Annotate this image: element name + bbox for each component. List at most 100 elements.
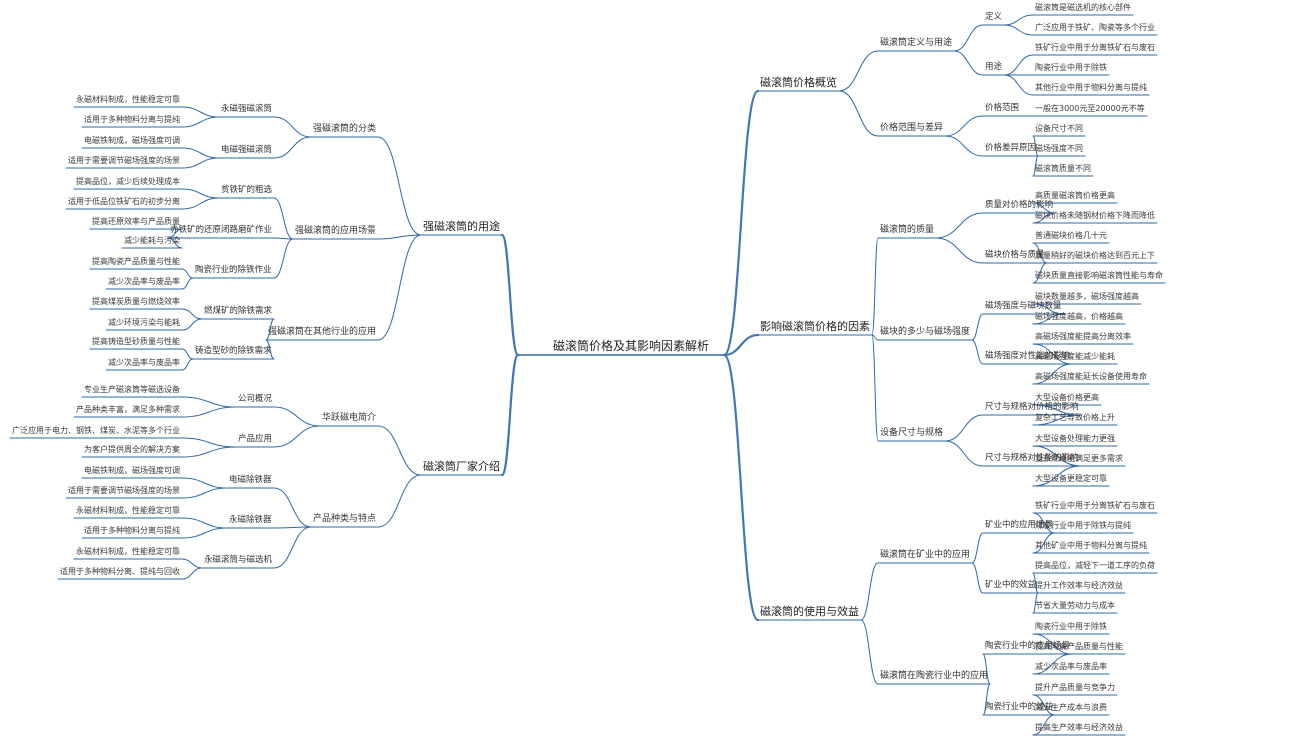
leaf[interactable]: 减少次品率与废品率 — [1035, 662, 1107, 671]
leaf[interactable]: 适用于多种物料分离、提纯与回收 — [60, 567, 180, 576]
leaf[interactable]: 高磁场强度能延长设备使用寿命 — [1035, 372, 1147, 381]
leaf[interactable]: 减少生产成本与浪费 — [1035, 703, 1107, 712]
topic[interactable]: 产品种类与特点 — [313, 514, 377, 524]
subtopic[interactable]: 质量对价格的影响 — [985, 200, 1054, 210]
leaf[interactable]: 广泛应用于铁矿、陶瓷等多个行业 — [1035, 23, 1155, 32]
leaf[interactable]: 电磁铁制成，磁场强度可调 — [84, 136, 180, 145]
leaf[interactable]: 磁滚筒质量不同 — [1035, 164, 1091, 173]
leaf[interactable]: 其他行业中用于物料分离与提纯 — [1035, 83, 1147, 92]
topic[interactable]: 华跃磁电简介 — [322, 413, 377, 423]
subtopic[interactable]: 陶瓷行业的除铁作业 — [195, 265, 272, 275]
topic[interactable]: 强磁滚筒的应用场景 — [295, 226, 377, 236]
leaf[interactable]: 适用于需要调节磁场强度的场景 — [68, 486, 180, 495]
leaf[interactable]: 设备尺寸不同 — [1035, 124, 1083, 133]
leaf[interactable]: 节省大量劳动力与成本 — [1035, 601, 1115, 610]
leaf[interactable]: 适用于需要调节磁场强度的场景 — [68, 156, 180, 165]
subtopic[interactable]: 永磁除铁器 — [229, 515, 272, 525]
subtopic[interactable]: 尺寸与规格对性能的影响 — [985, 453, 1079, 463]
leaf[interactable]: 磁块数量越多，磁场强度越高 — [1035, 292, 1139, 301]
leaf[interactable]: 提高生产效率与经济效益 — [1035, 723, 1123, 732]
subtopic[interactable]: 电磁强磁滚筒 — [221, 145, 273, 155]
topic[interactable]: 设备尺寸与规格 — [880, 428, 944, 438]
leaf[interactable]: 提高品位，减少后续处理成本 — [76, 177, 180, 186]
leaf[interactable]: 产品种类丰富，满足多种需求 — [76, 405, 180, 414]
leaf[interactable]: 适用于低品位铁矿石的初步分离 — [68, 197, 180, 206]
leaf[interactable]: 减少次品率与废品率 — [108, 277, 180, 286]
subtopic[interactable]: 贫铁矿的粗选 — [221, 185, 273, 195]
subtopic[interactable]: 磁块价格与质量 — [985, 250, 1045, 260]
subtopic[interactable]: 公司概况 — [238, 394, 273, 404]
leaf[interactable]: 提高煤炭质量与燃烧效率 — [92, 297, 180, 306]
branch-strong-magnet-uses[interactable]: 强磁滚筒的用途 — [423, 220, 500, 233]
topic[interactable]: 磁滚筒在矿业中的应用 — [880, 550, 971, 560]
leaf[interactable]: 提升工作效率与经济效益 — [1035, 581, 1123, 590]
leaf[interactable]: 其他矿业中用于物料分离与提纯 — [1035, 541, 1147, 550]
leaf[interactable]: 一般在3000元至20000元不等 — [1035, 104, 1145, 113]
leaf[interactable]: 大型设备处理能力更强 — [1035, 434, 1115, 443]
leaf[interactable]: 磁块价格未随钢材价格下降而降低 — [1035, 211, 1155, 220]
subtopic[interactable]: 燃煤矿的除铁需求 — [204, 306, 273, 316]
leaf[interactable]: 复杂规格能满足更多需求 — [1035, 454, 1123, 463]
leaf[interactable]: 电磁铁制成，磁场强度可调 — [84, 466, 180, 475]
leaf[interactable]: 广泛应用于电力、钢铁、煤炭、水泥等多个行业 — [12, 426, 180, 435]
leaf[interactable]: 高磁场强度能减少能耗 — [1035, 352, 1115, 361]
subtopic[interactable]: 价格差异原因 — [985, 143, 1037, 153]
leaf[interactable]: 大型设备更稳定可靠 — [1035, 474, 1107, 483]
topic[interactable]: 强磁滚筒的分类 — [313, 124, 377, 134]
leaf[interactable]: 提升产品质量与竞争力 — [1035, 683, 1115, 692]
leaf[interactable]: 磁块质量直接影响磁滚筒性能与寿命 — [1035, 271, 1163, 280]
subtopic[interactable]: 矿业中的应用场景 — [985, 520, 1054, 530]
subtopic[interactable]: 永磁滚筒与磁选机 — [204, 555, 273, 565]
leaf[interactable]: 磁场强度不同 — [1035, 144, 1083, 153]
central-topic[interactable]: 磁滚筒价格及其影响因素解析 — [553, 339, 710, 353]
subtopic[interactable]: 定义 — [985, 12, 1003, 22]
leaf[interactable]: 高质量磁滚筒价格更高 — [1035, 191, 1115, 200]
leaf[interactable]: 提高陶瓷产品质量与性能 — [92, 257, 180, 266]
topic[interactable]: 磁块的多少与磁场强度 — [880, 327, 971, 337]
leaf[interactable]: 普通磁块价格几十元 — [1035, 231, 1107, 240]
leaf[interactable]: 提高还原效率与产品质量 — [92, 217, 180, 226]
leaf[interactable]: 减少能耗与污染 — [124, 236, 180, 245]
leaf[interactable]: 提高铸造型砂质量与性能 — [92, 337, 180, 346]
subtopic[interactable]: 用途 — [985, 62, 1003, 72]
branch-price-factors[interactable]: 影响磁滚筒价格的因素 — [760, 320, 870, 333]
leaf[interactable]: 煤炭行业中用于除铁与提纯 — [1035, 521, 1131, 530]
leaf[interactable]: 陶瓷行业中用于除铁 — [1035, 622, 1107, 631]
leaf[interactable]: 减少环境污染与能耗 — [108, 318, 180, 327]
branch-manufacturer-intro[interactable]: 磁滚筒厂家介绍 — [423, 460, 500, 473]
branch-usage-benefits[interactable]: 磁滚筒的使用与效益 — [760, 605, 859, 618]
leaf[interactable]: 复杂工艺导致价格上升 — [1035, 413, 1115, 422]
subtopic[interactable]: 永磁强磁滚筒 — [221, 104, 273, 114]
subtopic[interactable]: 铸造型砂的除铁需求 — [195, 346, 272, 356]
topic[interactable]: 价格范围与差异 — [880, 123, 944, 133]
subtopic[interactable]: 陶瓷行业中的应用场景 — [985, 641, 1071, 651]
subtopic[interactable]: 陶瓷行业中的效益 — [985, 702, 1054, 712]
topic[interactable]: 磁滚筒的质量 — [880, 225, 935, 235]
branch-price-overview[interactable]: 磁滚筒价格概览 — [760, 76, 837, 89]
topic[interactable]: 磁滚筒定义与用途 — [880, 38, 953, 48]
leaf[interactable]: 永磁材料制成，性能稳定可靠 — [76, 547, 180, 556]
subtopic[interactable]: 赤铁矿的还原闭路磨矿作业 — [170, 225, 273, 235]
leaf[interactable]: 磁滚筒是磁选机的核心部件 — [1035, 3, 1131, 12]
leaf[interactable]: 提高品位，减轻下一道工序的负荷 — [1035, 561, 1155, 570]
subtopic[interactable]: 尺寸与规格对价格的影响 — [985, 402, 1079, 412]
leaf[interactable]: 磁场强度越高，价格越高 — [1035, 312, 1123, 321]
leaf[interactable]: 陶瓷行业中用于除铁 — [1035, 63, 1107, 72]
subtopic[interactable]: 矿业中的效益 — [985, 580, 1037, 590]
leaf[interactable]: 永磁材料制成，性能稳定可靠 — [76, 506, 180, 515]
subtopic[interactable]: 产品应用 — [238, 434, 273, 444]
leaf[interactable]: 大型设备价格更高 — [1035, 393, 1099, 402]
subtopic[interactable]: 电磁除铁器 — [229, 475, 272, 485]
leaf[interactable]: 质量稍好的磁块价格达到百元上下 — [1035, 251, 1155, 260]
topic[interactable]: 强磁滚筒在其他行业的应用 — [268, 327, 377, 337]
leaf[interactable]: 铁矿行业中用于分离铁矿石与废石 — [1035, 501, 1155, 510]
leaf[interactable]: 提高陶瓷产品质量与性能 — [1035, 642, 1123, 651]
leaf[interactable]: 高磁场强度能提高分离效率 — [1035, 332, 1131, 341]
subtopic[interactable]: 价格范围 — [985, 103, 1020, 113]
subtopic[interactable]: 磁场强度与磁块数量 — [985, 301, 1062, 311]
subtopic[interactable]: 磁场强度对性能的影响 — [985, 351, 1071, 361]
leaf[interactable]: 铁矿行业中用于分离铁矿石与废石 — [1035, 43, 1155, 52]
leaf[interactable]: 适用于多种物料分离与提纯 — [84, 526, 180, 535]
topic[interactable]: 磁滚筒在陶瓷行业中的应用 — [880, 671, 989, 681]
leaf[interactable]: 为客户提供周全的解决方案 — [84, 445, 180, 454]
